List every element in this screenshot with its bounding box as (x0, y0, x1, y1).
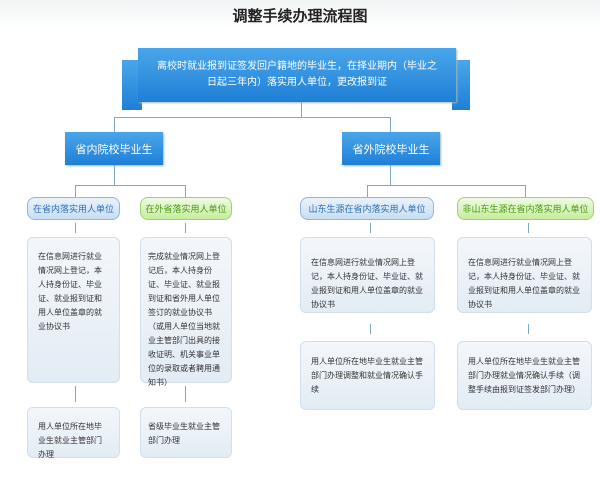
step-card: 用人单位所在地毕业生就业主管部门办理就业情况确认手续（调整手续由报到证签发部门办… (457, 341, 592, 410)
connector (75, 185, 76, 197)
step-card: 在信息网进行就业情况网上登记，本人持身份证、毕业证、就业报到证和用人单位盖章的就… (27, 237, 120, 383)
connector (390, 165, 391, 185)
branch-out-province: 省外院校毕业生 (342, 132, 440, 165)
connector (185, 386, 186, 402)
connector (114, 117, 115, 132)
connector (75, 223, 76, 233)
connector (367, 185, 368, 197)
connector (185, 185, 186, 197)
connector (75, 386, 76, 402)
connector (528, 223, 529, 233)
case-label: 非山东生源在省内落实用人单位 (457, 197, 594, 220)
root-node: 离校时就业报到证签发回户籍地的毕业生，在择业期内（毕业之日起三年内）落实用人单位… (138, 48, 456, 102)
branch-in-province: 省内院校毕业生 (65, 132, 163, 165)
connector (390, 117, 391, 132)
step-card: 省级毕业生就业主管部门办理 (140, 407, 232, 458)
header-band (0, 0, 600, 28)
case-label: 山东生源在省内落实用人单位 (300, 197, 434, 220)
root-tab-right (452, 60, 470, 110)
step-card: 完成就业情况网上登记后，本人持身份证、毕业证、就业报到证和省外用人单位签订的就业… (140, 237, 232, 387)
connector (114, 117, 391, 118)
connector (367, 185, 525, 186)
step-card: 用人单位所在地毕业生就业主管部门办理调整和就业情况确认手续 (300, 341, 435, 410)
connector (114, 165, 115, 185)
step-card: 在信息网进行就业情况网上登记，本人持身份证、毕业证、就业报到证和用人单位盖章的就… (300, 237, 435, 313)
step-card: 用人单位所在地毕业生就业主管部门办理 (27, 407, 120, 459)
page-title: 调整手续办理流程图 (232, 7, 368, 25)
connector (301, 102, 302, 118)
connector (370, 223, 371, 233)
step-card: 在信息网进行就业情况网上登记，本人持身份证、毕业证、就业报到证和用人单位盖章的就… (457, 237, 592, 313)
case-label: 在省内落实用人单位 (27, 197, 120, 220)
connector (75, 185, 185, 186)
connector (525, 185, 526, 197)
connector (185, 223, 186, 233)
connector (528, 324, 529, 334)
root-tab-left (122, 60, 142, 110)
case-label: 在外省落实用人单位 (140, 197, 232, 220)
connector (370, 324, 371, 334)
